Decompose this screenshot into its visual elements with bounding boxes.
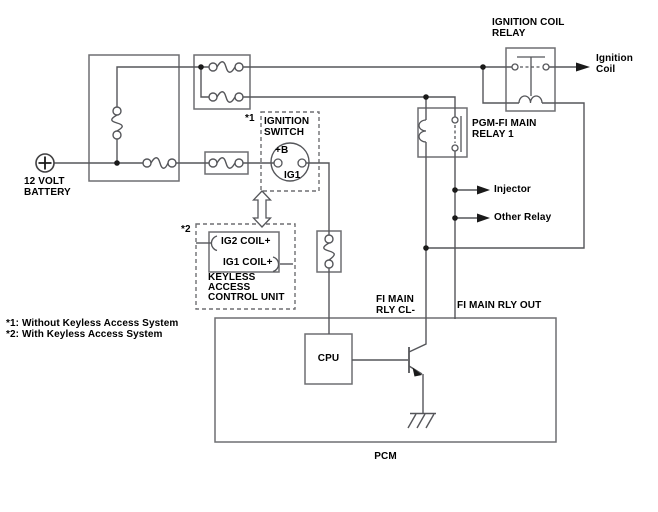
- junction-dot: [423, 245, 429, 251]
- ignition-coil-relay-label: IGNITION COIL RELAY: [492, 17, 565, 39]
- keyless-unit-label: KEYLESS ACCESS CONTROL UNIT: [208, 273, 285, 303]
- battery-label: 12 VOLT BATTERY: [24, 176, 71, 198]
- ignition-coil-relay-label-line2: RELAY: [492, 27, 526, 39]
- relay-coil-icon: [418, 119, 427, 143]
- junction-dot: [198, 64, 204, 70]
- ignition-coil-output-line2: Coil: [596, 63, 616, 75]
- fuse-box-top-outline: [193, 54, 251, 110]
- battery-label-line1: 12 VOLT: [24, 176, 65, 187]
- fuse-icon-vertical: [111, 106, 123, 140]
- pgm-fi-main-relay-label-line2: RELAY 1: [472, 128, 514, 140]
- junction-dot: [114, 160, 120, 166]
- ignition-switch-label-line1: IGNITION: [264, 116, 310, 127]
- terminal-plus-b-label: +B: [275, 145, 289, 156]
- ignition-coil-relay-icon: [511, 56, 550, 104]
- fuse-icon-mid: [208, 157, 244, 169]
- keyless-inner-box-outline: [208, 231, 280, 273]
- ignition-coil-output-line1: Ignition: [596, 53, 633, 64]
- fi-main-rly-cl-label: FI MAIN RLY CL-: [376, 294, 416, 316]
- fuse-icon-top-row1: [208, 61, 244, 73]
- fuse-icon-ig1: [323, 234, 335, 269]
- keyless-ref: *2: [181, 224, 191, 235]
- transistor-emitter-arrow: [412, 367, 422, 377]
- ignition-switch-label-line2: SWITCH: [264, 126, 305, 138]
- fi-main-rly-cl-line2: RLY CL-: [376, 304, 416, 316]
- ignition-switch-label: IGNITION SWITCH: [264, 116, 310, 138]
- keyless-pin-ig2-label: IG2 COIL+: [221, 236, 271, 247]
- wire-icr-coil-feed: [482, 67, 519, 104]
- terminal-ig1-label: IG1: [284, 170, 301, 181]
- footnotes: *1: Without Keyless Access System *2: Wi…: [6, 318, 179, 340]
- pgm-fi-main-relay-label-line1: PGM-FI MAIN: [472, 118, 537, 129]
- connector-icon-ig2: [210, 235, 218, 252]
- battery-label-line2: BATTERY: [24, 186, 71, 198]
- pgm-fi-main-relay-icon: [418, 116, 462, 152]
- arrow-ignition-coil: [576, 62, 590, 72]
- fi-main-rly-cl-line1: FI MAIN: [376, 294, 414, 305]
- dashed-boxes: [195, 111, 320, 310]
- keyless-pin-ig1-label: IG1 COIL+: [223, 257, 273, 268]
- junction-dot: [480, 64, 486, 70]
- footnote-2: *2: With Keyless Access System: [6, 328, 163, 340]
- component-boxes: [88, 47, 557, 443]
- fuse-icon-battery: [142, 157, 177, 169]
- arrow-injector: [477, 185, 490, 195]
- flow-arrows: [477, 62, 590, 223]
- junction-dot: [452, 215, 458, 221]
- other-relay-label: Other Relay: [494, 212, 552, 223]
- fuse-icon-top-row2: [208, 91, 244, 103]
- junction-dot: [423, 94, 429, 100]
- junction-dot: [452, 187, 458, 193]
- cpu-label: CPU: [317, 353, 340, 364]
- ignition-switch-icon: [270, 142, 310, 182]
- ground-icon: [407, 412, 436, 429]
- junction-dots: [114, 64, 486, 251]
- ignition-coil-output-label: Ignition Coil: [596, 53, 633, 75]
- wire-fusebox-link: [200, 67, 209, 98]
- fuse-relay-box-outline: [88, 54, 180, 182]
- fi-main-rly-out-label: FI MAIN RLY OUT: [457, 300, 542, 311]
- ignition-switch-ref: *1: [245, 113, 255, 124]
- connector-icons: [210, 235, 280, 273]
- wire-icr-coil-return: [426, 102, 585, 249]
- wires: [54, 66, 585, 413]
- pcm-box-outline: [214, 317, 557, 443]
- ignition-coil-relay-outline: [505, 47, 556, 112]
- double-arrow-icon: [251, 190, 273, 228]
- transistor-icon: [408, 347, 422, 377]
- pgm-fi-main-relay-label: PGM-FI MAIN RELAY 1: [472, 118, 537, 140]
- keyless-unit-label-line3: CONTROL UNIT: [208, 292, 285, 303]
- keyless-unit-label-line2: ACCESS: [208, 282, 251, 293]
- battery-icon: [35, 153, 55, 173]
- arrow-other-relay: [477, 213, 490, 223]
- fuse-icons: [111, 61, 335, 269]
- ignition-switch-dashed-outline: [260, 111, 320, 192]
- connector-icon-ig1: [272, 256, 280, 273]
- keyless-unit-label-line1: KEYLESS: [208, 272, 256, 283]
- ignition-coil-relay-label-line1: IGNITION COIL: [492, 17, 565, 28]
- wire-fi-main-rly-cl: [408, 142, 427, 353]
- footnote-1: *1: Without Keyless Access System: [6, 318, 179, 329]
- wire-ig1-down: [306, 162, 330, 235]
- wire-vfuse-upper: [116, 66, 209, 107]
- injector-label: Injector: [494, 184, 531, 195]
- pcm-label: PCM: [374, 451, 397, 462]
- pgm-fi-main-relay-outline: [417, 107, 468, 158]
- wire-plus-b-relay: [243, 96, 456, 117]
- keyless-unit-dashed-outline: [195, 223, 296, 310]
- relay-coil-icon: [518, 95, 543, 104]
